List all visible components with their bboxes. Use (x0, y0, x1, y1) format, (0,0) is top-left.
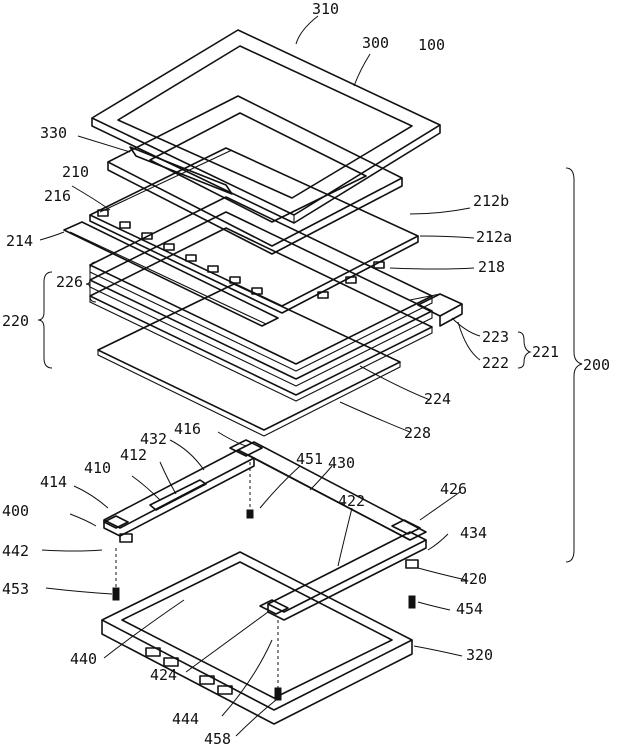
label-221: 221 (532, 343, 559, 361)
screw-453 (113, 548, 119, 600)
label-444: 444 (172, 710, 199, 728)
label-330: 330 (40, 124, 67, 142)
label-422: 422 (338, 492, 365, 510)
label-458: 458 (204, 730, 231, 746)
label-434: 434 (460, 524, 487, 542)
label-412: 412 (120, 446, 147, 464)
brace-200 (566, 168, 582, 562)
label-440: 440 (70, 650, 97, 668)
label-426: 426 (440, 480, 467, 498)
label-442: 442 (2, 542, 29, 560)
label-430: 430 (328, 454, 355, 472)
label-220: 220 (2, 312, 29, 330)
label-451: 451 (296, 450, 323, 468)
mold-frame-400 (104, 440, 426, 620)
label-400: 400 (2, 502, 29, 520)
label-218: 218 (478, 258, 505, 276)
label-212a: 212a (476, 228, 512, 246)
label-410: 410 (84, 459, 111, 477)
screw-458 (275, 620, 281, 700)
brace-220 (38, 272, 52, 368)
label-223: 223 (482, 328, 509, 346)
label-228: 228 (404, 424, 431, 442)
label-320: 320 (466, 646, 493, 664)
label-416: 416 (174, 420, 201, 438)
reflector-228 (98, 284, 400, 436)
label-454: 454 (456, 600, 483, 618)
brace-221 (518, 332, 530, 368)
label-453: 453 (2, 580, 29, 598)
label-200: 200 (583, 356, 610, 374)
label-210: 210 (62, 163, 89, 181)
screw-451 (247, 462, 253, 518)
label-424: 424 (150, 666, 177, 684)
label-216: 216 (44, 187, 71, 205)
label-310: 310 (312, 0, 339, 18)
label-226: 226 (56, 273, 83, 291)
label-222: 222 (482, 354, 509, 372)
label-224: 224 (424, 390, 451, 408)
label-212b: 212b (473, 192, 509, 210)
screw-454 (409, 596, 415, 608)
label-300: 300 (362, 34, 389, 52)
label-414: 414 (40, 473, 67, 491)
label-100: 100 (418, 36, 445, 54)
label-214: 214 (6, 232, 33, 250)
label-420: 420 (460, 570, 487, 588)
